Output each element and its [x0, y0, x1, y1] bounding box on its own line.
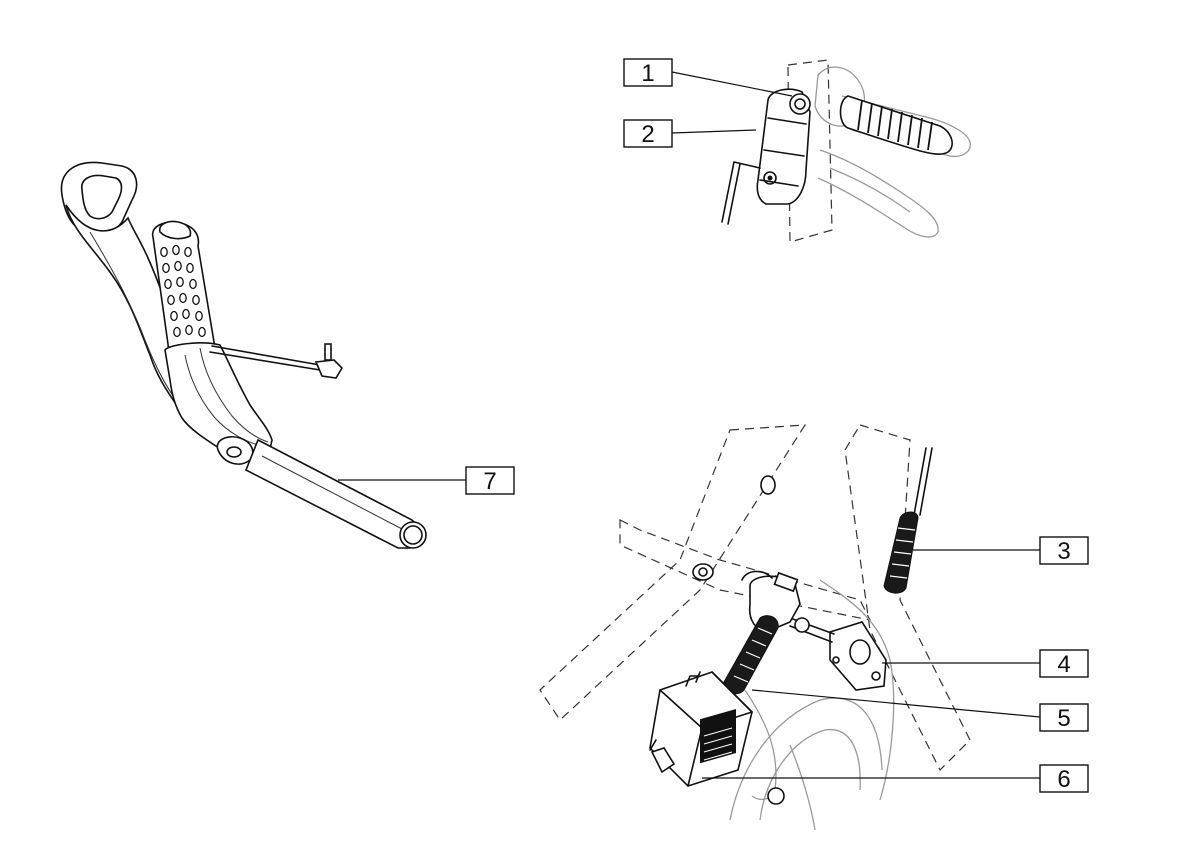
svg-text:1: 1 [641, 60, 654, 87]
lever-assembly-drawing [60, 161, 427, 549]
svg-text:2: 2 [641, 121, 654, 148]
callout-4: 4 [1039, 649, 1089, 678]
svg-text:6: 6 [1057, 766, 1070, 793]
leader-lines [338, 71, 1041, 779]
callout-3: 3 [1039, 536, 1089, 565]
svg-text:3: 3 [1057, 538, 1070, 565]
callout-2: 2 [623, 119, 673, 148]
callout-5: 5 [1039, 703, 1089, 732]
svg-text:5: 5 [1057, 705, 1070, 732]
callout-6: 6 [1039, 764, 1089, 793]
svg-text:4: 4 [1057, 651, 1070, 678]
svg-text:7: 7 [483, 468, 496, 495]
callout-1: 1 [623, 58, 673, 87]
handlebar-bracket-drawing [721, 59, 971, 243]
frame-mount-drawing [539, 424, 971, 831]
callout-7: 7 [465, 466, 515, 495]
